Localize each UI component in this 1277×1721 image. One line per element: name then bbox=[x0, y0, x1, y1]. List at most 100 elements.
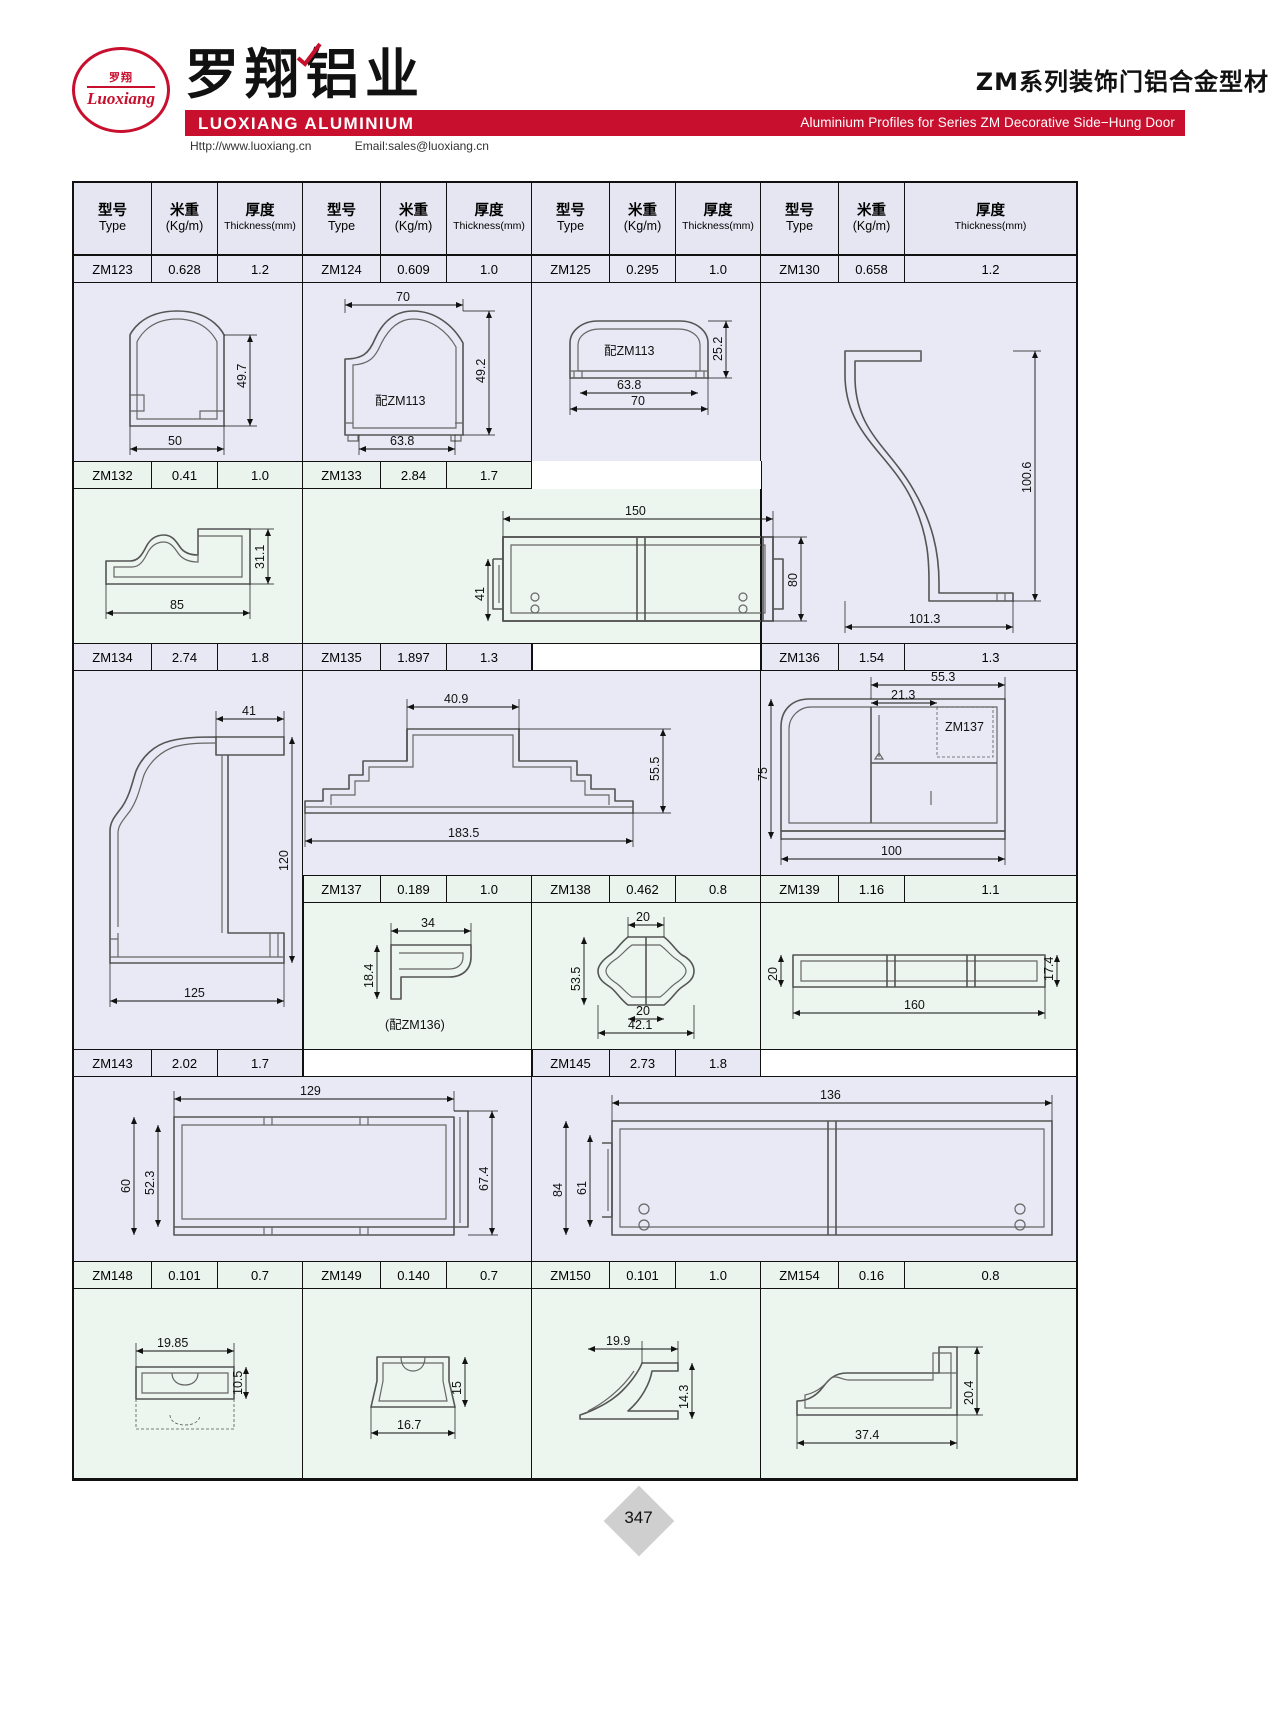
dim-label: 34 bbox=[421, 916, 435, 930]
catalog-title-chinese: ZM系列装饰门铝合金型材 bbox=[975, 68, 1269, 96]
contact-line: Http://www.luoxiang.cn Email:sales@luoxi… bbox=[190, 139, 529, 153]
drawing-cell-zm145: 136 84 61 bbox=[532, 1077, 1076, 1261]
drawing-cell-zm143: 129 60 52.3 67.4 bbox=[74, 1077, 532, 1261]
drawing-cell-zm135: 40.9 55.5 183.5 bbox=[303, 671, 761, 875]
spec-thick-zm132: 1.0 bbox=[218, 461, 303, 489]
col-header-thickness-3: 厚度 Thickness(mm) bbox=[676, 183, 761, 255]
seal-top-text: 罗翔 bbox=[109, 72, 133, 84]
drawing-cell-zm130: 100.6 101.3 bbox=[761, 283, 1076, 643]
col-header-en: (Kg/m) bbox=[852, 218, 891, 233]
col-header-cn: 厚度 bbox=[703, 202, 733, 219]
col-header-en: Type bbox=[98, 218, 127, 233]
profile-spec-sheet: 型号 Type 米重 (Kg/m) 厚度 Thickness(mm) 型号 Ty… bbox=[72, 181, 1078, 1481]
spec-type-zm154: ZM154 bbox=[761, 1261, 839, 1289]
col-header-cn: 型号 bbox=[785, 202, 814, 219]
email-text: Email:sales@luoxiang.cn bbox=[354, 139, 489, 153]
dim-label: 101.3 bbox=[909, 612, 940, 626]
dim-label: 120 bbox=[277, 850, 291, 871]
profile-drawing-zm149: 15 16.7 bbox=[370, 1356, 468, 1439]
col-header-en: (Kg/m) bbox=[394, 218, 433, 233]
profile-drawing-zm139: 20 17.4 160 bbox=[766, 954, 1060, 1019]
dim-label: 55.3 bbox=[931, 670, 955, 684]
profile-drawing-zm148: 19.85 10.5 bbox=[135, 1336, 249, 1430]
drawing-cell-zm136: 55.3 21.3 75 100 ZM137 bbox=[756, 670, 1076, 875]
dim-label: 63.8 bbox=[390, 434, 414, 448]
dim-label: 25.2 bbox=[711, 337, 725, 361]
profile-drawing-zm137: 34 18.4 (配ZM136) bbox=[362, 916, 472, 1032]
col-header-en: Type bbox=[785, 218, 814, 233]
spec-type-zm134: ZM134 bbox=[74, 643, 152, 671]
drawing-cell-zm137: 34 18.4 (配ZM136) bbox=[303, 903, 532, 1049]
spec-type-zm148: ZM148 bbox=[74, 1261, 152, 1289]
spec-type-zm135: ZM135 bbox=[303, 643, 381, 671]
mate-note: ZM137 bbox=[945, 720, 984, 734]
spec-type-zm130: ZM130 bbox=[761, 255, 839, 283]
drawing-cell-zm139: 20 17.4 160 bbox=[761, 903, 1076, 1049]
spec-weight-zm150: 0.101 bbox=[610, 1261, 676, 1289]
spec-type-zm139: ZM139 bbox=[761, 875, 839, 903]
spec-type-zm132: ZM132 bbox=[74, 461, 152, 489]
drawing-cell-zm123: 49.7 50 bbox=[74, 283, 303, 461]
spec-type-zm136: ZM136 bbox=[761, 643, 839, 671]
col-header-cn: 厚度 bbox=[976, 202, 1005, 219]
profile-drawing-zm136: 55.3 21.3 75 100 ZM137 bbox=[756, 670, 1006, 865]
col-header-cn: 厚度 bbox=[245, 202, 275, 219]
website-text: Http://www.luoxiang.cn bbox=[190, 139, 312, 153]
drawing-cell-zm124: 70 49.2 63.8 配ZM113 bbox=[303, 283, 532, 461]
spec-weight-zm136: 1.54 bbox=[839, 643, 905, 671]
seal-bottom-text: Luoxiang bbox=[86, 86, 156, 108]
col-header-cn: 型号 bbox=[98, 202, 127, 219]
spec-weight-zm149: 0.140 bbox=[381, 1261, 447, 1289]
spec-type-zm150: ZM150 bbox=[532, 1261, 610, 1289]
spec-weight-zm135: 1.897 bbox=[381, 643, 447, 671]
dim-label: 85 bbox=[170, 598, 184, 612]
dim-label: 14.3 bbox=[677, 1385, 691, 1409]
spec-weight-zm138: 0.462 bbox=[610, 875, 676, 903]
spec-weight-zm133: 2.84 bbox=[381, 461, 447, 489]
dim-label: 70 bbox=[396, 290, 410, 304]
col-header-thickness-2: 厚度 Thickness(mm) bbox=[447, 183, 532, 255]
dim-label: 125 bbox=[184, 986, 205, 1000]
col-header-thickness-1: 厚度 Thickness(mm) bbox=[218, 183, 303, 255]
dim-label: 20 bbox=[766, 967, 780, 981]
profile-drawing-zm132: 31.1 85 bbox=[105, 528, 274, 619]
col-header-en: Type bbox=[327, 218, 356, 233]
profile-drawing-zm145: 136 84 61 bbox=[551, 1088, 1053, 1236]
spec-thick-zm135: 1.3 bbox=[447, 643, 532, 671]
drawing-cell-zm134: 41 120 125 bbox=[74, 671, 303, 1049]
profile-drawing-zm125: 25.2 63.8 70 配ZM113 bbox=[569, 320, 732, 415]
col-header-cn: 米重 bbox=[628, 202, 657, 219]
spec-weight-zm130: 0.658 bbox=[839, 255, 905, 283]
spec-weight-zm123: 0.628 bbox=[152, 255, 218, 283]
dim-label: 100 bbox=[881, 844, 902, 858]
dim-label: 49.2 bbox=[474, 359, 488, 383]
spec-weight-zm154: 0.16 bbox=[839, 1261, 905, 1289]
dim-label: 15 bbox=[450, 1381, 464, 1395]
spec-weight-zm137: 0.189 bbox=[381, 875, 447, 903]
dim-label: 61 bbox=[575, 1181, 589, 1195]
col-header-en: Thickness(mm) bbox=[682, 219, 754, 232]
page-number-text: 347 bbox=[624, 1508, 653, 1527]
col-header-en: (Kg/m) bbox=[165, 218, 204, 233]
spec-thick-zm148: 0.7 bbox=[218, 1261, 303, 1289]
col-header-cn: 型号 bbox=[556, 202, 585, 219]
col-header-weight-1: 米重 (Kg/m) bbox=[152, 183, 218, 255]
dim-label: 10.5 bbox=[231, 1371, 245, 1395]
brand-name-english: LUOXIANG ALUMINIUM bbox=[198, 114, 415, 133]
col-header-cn: 型号 bbox=[327, 202, 356, 219]
dim-label: 160 bbox=[904, 998, 925, 1012]
dim-label: 129 bbox=[300, 1084, 321, 1098]
spec-gap-row5 bbox=[303, 1049, 532, 1077]
company-seal-logo: 罗翔 Luoxiang bbox=[72, 47, 170, 133]
spec-thick-zm125: 1.0 bbox=[676, 255, 761, 283]
col-header-en: Thickness(mm) bbox=[224, 219, 296, 232]
drawing-cell-zm125: 25.2 63.8 70 配ZM113 bbox=[532, 283, 761, 461]
spec-type-zm149: ZM149 bbox=[303, 1261, 381, 1289]
spec-thick-zm134: 1.8 bbox=[218, 643, 303, 671]
dim-label: 20 bbox=[636, 910, 650, 924]
col-header-weight-2: 米重 (Kg/m) bbox=[381, 183, 447, 255]
grid-vline-687-zm130-span bbox=[761, 461, 762, 643]
spec-thick-zm130: 1.2 bbox=[905, 255, 1076, 283]
profile-drawing-zm130: 100.6 101.3 bbox=[844, 350, 1041, 633]
spec-type-zm137: ZM137 bbox=[303, 875, 381, 903]
